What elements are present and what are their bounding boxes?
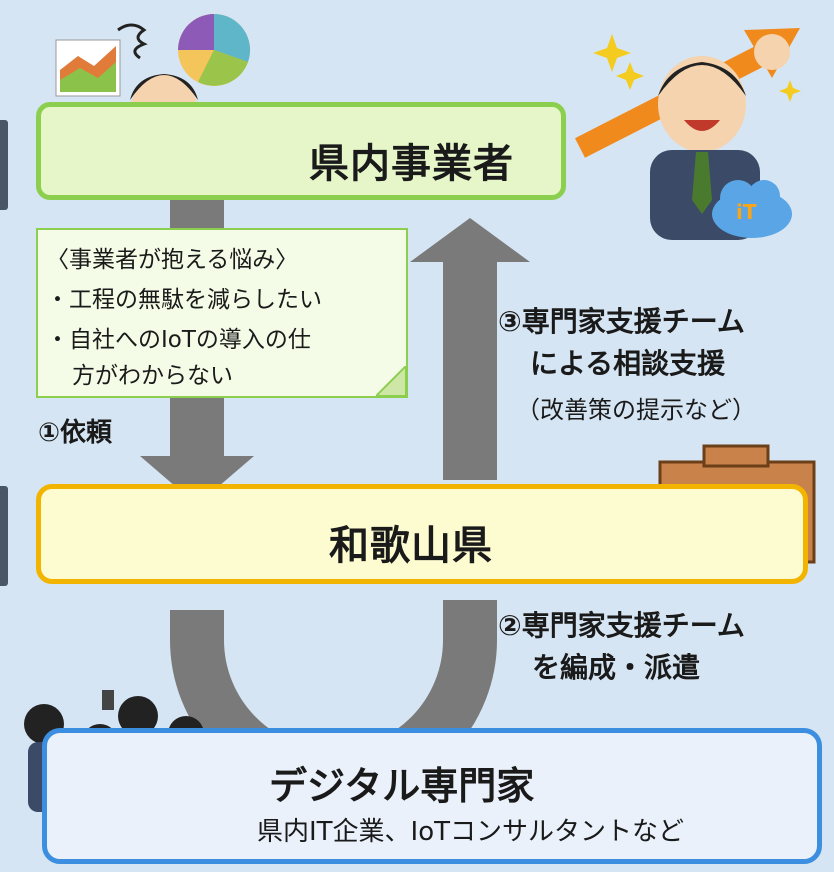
note-folded-corner-icon bbox=[376, 366, 406, 396]
worries-note: 〈事業者が抱える悩み〉 ・工程の無駄を減らしたい ・自社へのIoTの導入の仕 方… bbox=[36, 228, 408, 398]
happy-business-person-illustration bbox=[574, 28, 801, 240]
step1-label: ①依頼 bbox=[38, 418, 113, 448]
area-chart-icon bbox=[55, 39, 121, 97]
pie-chart-icon bbox=[178, 13, 251, 86]
prefecture-title: 和歌山県 bbox=[329, 523, 493, 569]
step3-arrow-head bbox=[410, 218, 530, 262]
business-box: 県内事業者 bbox=[36, 102, 566, 200]
digital-expert-box: デジタル専門家 県内IT企業、IoTコンサルタントなど bbox=[42, 728, 822, 864]
step1-arrow-head bbox=[140, 456, 254, 505]
left-edge-bar-bottom bbox=[0, 486, 8, 586]
step3-label-line-2: による相談支援 bbox=[530, 347, 726, 380]
prefecture-box: 和歌山県 bbox=[36, 484, 808, 584]
left-edge-bar-top bbox=[0, 120, 8, 210]
expert-title: デジタル専門家 bbox=[269, 764, 535, 808]
worries-item-1: ・工程の無駄を減らしたい bbox=[46, 287, 322, 313]
business-title: 県内事業者 bbox=[309, 141, 514, 187]
iot-cloud-icon bbox=[712, 180, 792, 238]
worries-item-2-line-2: 方がわからない bbox=[72, 363, 233, 389]
step3-label-line-1: ③専門家支援チーム bbox=[498, 305, 745, 338]
step2-label-line-1: ②専門家支援チーム bbox=[498, 609, 745, 642]
expert-subtitle: 県内IT企業、IoTコンサルタントなど bbox=[257, 817, 685, 847]
worries-heading: 〈事業者が抱える悩み〉 bbox=[46, 247, 299, 273]
iot-badge-text: iT bbox=[736, 200, 757, 224]
worries-item-2-line-1: ・自社へのIoTの導入の仕 bbox=[46, 327, 311, 353]
step2-label-line-2: を編成・派遣 bbox=[532, 651, 701, 684]
step3-note: （改善策の提示など） bbox=[516, 396, 756, 424]
